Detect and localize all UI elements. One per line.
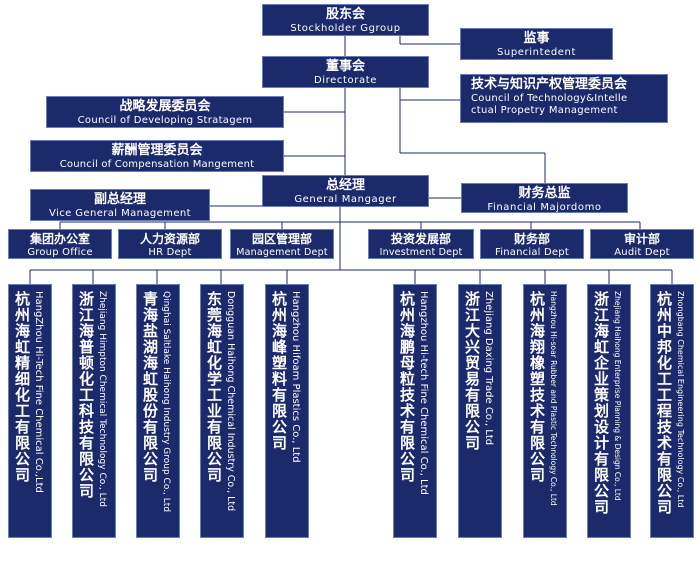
subsidiary-name-en: Zhongbang Chemical Engineering Technolog… [676,291,685,508]
dept-label-cn: 投资发展部 [390,232,451,246]
subsidiary-column: 浙江大兴贸易有限公司 Zhejiang Daxing Trade Co., Lt… [458,284,502,538]
dept-hr: 人力资源部 HR Dept [118,229,222,259]
subsidiary-name-cn: 杭州中邦化工工程技术有限公司 [655,291,673,515]
directorate-en: Directorate [314,75,377,86]
subsidiary-name-cn: 东莞海虹化学工业有限公司 [205,291,223,483]
strategy-council-cn: 战略发展委员会 [119,99,211,114]
subsidiary-column: 杭州海虹精细化工有限公司 HangZhou Hi-Tech Fine Chemi… [8,284,52,538]
subsidiary-column: 杭州海鹏母粒技术有限公司 Hangzhou Hi-tech Fine Chemi… [393,284,437,538]
subsidiary-name-en: Zhejiang Haihong Enterprise Planning & D… [613,291,622,501]
dept-label-en: HR Dept [148,247,192,258]
dept-label-en: Investment Dept [379,247,463,258]
subsidiary-name-cn: 浙江大兴贸易有限公司 [463,291,481,451]
tech-ip-council-box: 技术与知识产权管理委员会 Council of Technology&Intel… [460,74,668,123]
financial-majordomo-en: Financial Majordomo [487,202,602,213]
dept-label-cn: 园区管理部 [251,232,312,246]
stockholder-cn: 股东会 [325,7,365,22]
vice-gm-box: 副总经理 Vice General Management [30,189,210,221]
subsidiary-name-cn: 青海盐湖海虹股份有限公司 [141,291,159,483]
subsidiary-column: 东莞海虹化学工业有限公司 Dongguan Haihong Chemical I… [200,284,244,538]
dept-financial: 财务部 Financial Dept [480,229,584,259]
dept-label-cn: 人力资源部 [139,232,200,246]
subsidiary-name-cn: 浙江海虹企业策划设计有限公司 [592,291,610,515]
superintendent-en: Superintedent [496,47,577,58]
dept-label-cn: 集团办公室 [29,232,90,246]
financial-majordomo-cn: 财务总监 [518,186,571,201]
subsidiary-name-en: HangZhou Hi-Tech Fine Chemical Co.,Ltd [33,291,44,493]
directorate-box: 董事会 Directorate [262,56,429,88]
general-manager-box: 总经理 General Mangager [262,175,429,207]
stockholder-en: Stockholder Ggroup [290,23,401,34]
superintendent-box: 监事 Superintedent [460,28,613,60]
vice-gm-cn: 副总经理 [93,192,146,207]
dept-investment: 投资发展部 Investment Dept [368,229,474,259]
subsidiary-name-cn: 杭州海翔橡塑技术有限公司 [528,291,546,483]
stockholder-box: 股东会 Stockholder Ggroup [262,4,429,36]
subsidiary-name-cn: 杭州海峰塑料有限公司 [270,291,288,451]
subsidiary-name-en: Hangzhou Hi-soar Rubber and Plastic Tech… [549,291,558,506]
subsidiary-name-en: Zhejiang Daxing Trade Co., Ltd [483,291,494,446]
dept-label-en: Management Dept [236,247,328,258]
subsidiary-name-en: Qinghai Saltlake Haihong Industry Group … [161,291,171,513]
general-manager-en: General Mangager [294,194,397,205]
subsidiary-column: 青海盐湖海虹股份有限公司 Qinghai Saltlake Haihong In… [136,284,180,538]
directorate-cn: 董事会 [325,59,365,74]
subsidiary-column: 杭州海翔橡塑技术有限公司 Hangzhou Hi-soar Rubber and… [523,284,567,538]
compensation-council-cn: 薪酬管理委员会 [111,143,203,158]
subsidiary-column: 杭州海峰塑料有限公司 Hangzhou Hifoam Plastics Co.,… [265,284,309,538]
dept-management: 园区管理部 Management Dept [230,229,334,259]
dept-label-en: Group Office [27,247,93,258]
subsidiary-name-cn: 杭州海虹精细化工有限公司 [13,291,31,483]
dept-audit: 审计部 Audit Dept [590,229,694,259]
dept-group-office: 集团办公室 Group Office [8,229,112,259]
dept-label-cn: 财务部 [513,232,550,246]
tech-ip-council-en-line2: ctual Propetry Management [471,105,618,116]
subsidiary-column: 浙江海普顿化工科技有限公司 Zhejiang Himpton Chemical … [72,284,116,538]
tech-ip-council-en-line1: Council of Technology&Intelle [471,93,628,104]
subsidiary-name-en: Dongguan Haihong Chemical Industry Co., … [225,291,236,512]
strategy-council-en: Council of Developing Stratagem [77,115,253,126]
strategy-council-box: 战略发展委员会 Council of Developing Stratagem [46,96,284,128]
subsidiary-name-en: Zhejiang Himpton Chemical Technology Co.… [97,291,107,507]
dept-label-cn: 审计部 [623,232,660,246]
subsidiary-name-cn: 浙江海普顿化工科技有限公司 [77,291,95,499]
compensation-council-box: 薪酬管理委员会 Council of Compensation Mangemen… [30,140,284,172]
tech-ip-council-cn: 技术与知识产权管理委员会 [471,77,628,92]
superintendent-cn: 监事 [523,31,550,46]
subsidiary-name-en: Hangzhou Hi-tech Fine Chemical Co., Ltd [418,291,429,495]
subsidiary-name-en: Hangzhou Hifoam Plastics Co., Ltd [290,291,301,463]
compensation-council-en: Council of Compensation Mangement [59,159,255,170]
subsidiary-column: 杭州中邦化工工程技术有限公司 Zhongbang Chemical Engine… [650,284,694,538]
subsidiary-column: 浙江海虹企业策划设计有限公司 Zhejiang Haihong Enterpri… [587,284,631,538]
general-manager-cn: 总经理 [325,178,365,193]
dept-label-en: Audit Dept [614,247,670,258]
dept-label-en: Financial Dept [495,247,569,258]
vice-gm-en: Vice General Management [49,208,191,219]
financial-majordomo-box: 财务总监 Financial Majordomo [461,183,628,213]
subsidiary-name-cn: 杭州海鹏母粒技术有限公司 [398,291,416,483]
